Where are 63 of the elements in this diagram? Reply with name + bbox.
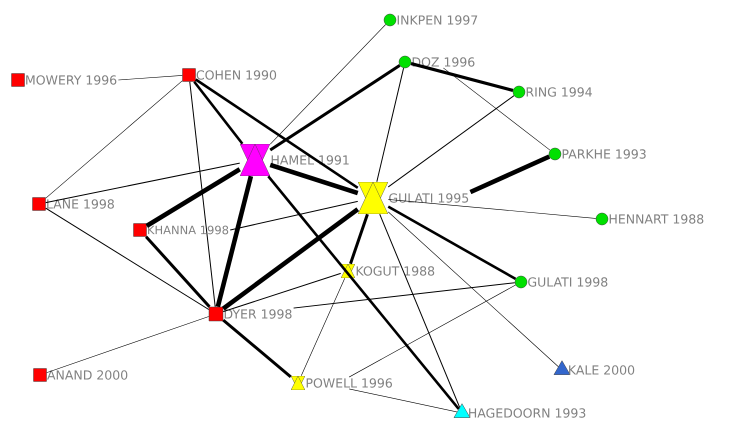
network-node: KALE 2000: [554, 360, 634, 375]
network-node: PARKHE 1993: [548, 148, 646, 160]
edge: [270, 24, 386, 144]
edge: [146, 167, 241, 228]
node-label: MOWERY 1996: [26, 75, 116, 85]
network-node: RING 1994: [512, 86, 592, 98]
node-label: KOGUT 1988: [356, 266, 434, 276]
edge: [379, 214, 460, 408]
edge: [45, 208, 210, 310]
node-label: GULATI 1998: [528, 277, 608, 287]
edge: [469, 154, 550, 194]
node-label: HENNART 1988: [610, 214, 704, 224]
network-node: HENNART 1988: [596, 212, 704, 226]
edge: [388, 206, 516, 280]
node-label: LANE 1998: [47, 199, 114, 209]
edge: [348, 284, 516, 378]
node-label: POWELL 1996: [306, 378, 392, 388]
edge: [270, 162, 358, 196]
network-node: COHEN 1990: [182, 68, 276, 82]
edge: [46, 316, 210, 373]
edge: [195, 78, 358, 189]
edge: [193, 80, 244, 145]
node-label: COHEN 1990: [196, 70, 276, 80]
node-label: PARKHE 1993: [562, 149, 646, 159]
node-label: RING 1994: [526, 87, 592, 97]
edge: [376, 68, 404, 182]
edge: [189, 81, 216, 308]
edge: [267, 175, 460, 410]
node-label: KALE 2000: [569, 365, 634, 375]
edge: [222, 318, 292, 378]
node-label: GULATI 1995: [389, 193, 468, 203]
edge: [388, 212, 559, 367]
edge: [293, 282, 516, 309]
network-node: POWELL 1996: [291, 376, 392, 390]
network-node: KOGUT 1988: [341, 264, 434, 278]
edge: [45, 80, 183, 198]
edge: [222, 272, 342, 312]
network-node: GULATI 1998: [514, 276, 608, 288]
network-node: DYER 1998: [208, 306, 292, 322]
node-label: DYER 1998: [224, 309, 292, 319]
edge: [388, 95, 514, 188]
edge: [269, 64, 401, 152]
edge: [443, 68, 550, 150]
edge: [410, 62, 514, 92]
edge: [230, 200, 358, 230]
network-node: MOWERY 1996: [11, 73, 116, 87]
network-node: ANAND 2000: [33, 368, 128, 382]
node-label: ANAND 2000: [47, 370, 128, 380]
edge: [118, 75, 183, 80]
network-node: INKPEN 1997: [384, 14, 478, 26]
edge: [222, 207, 360, 310]
node-label: HAGEDOORN 1993: [469, 408, 586, 418]
edge: [388, 199, 596, 219]
network-node: HAGEDOORN 1993: [454, 403, 586, 418]
edge: [145, 236, 211, 308]
node-label: INKPEN 1997: [398, 15, 478, 25]
edge: [348, 388, 458, 412]
edge: [45, 162, 240, 204]
network-node: LANE 1998: [32, 197, 114, 211]
edge: [349, 214, 369, 264]
edge: [300, 278, 346, 376]
edge: [216, 176, 254, 308]
network-node: GULATI 1995: [358, 182, 468, 214]
